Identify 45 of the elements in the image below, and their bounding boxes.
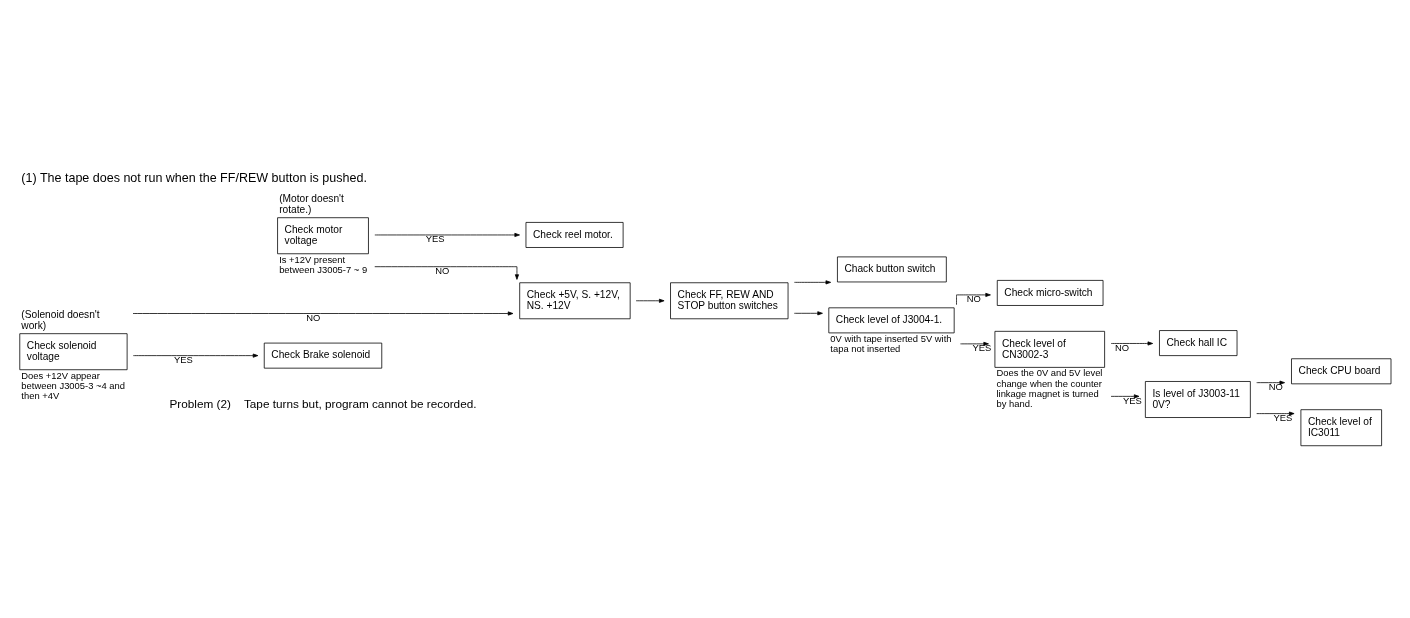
arrow bbox=[1110, 394, 1140, 399]
node-box: Check level of CN3002-3 bbox=[994, 330, 1105, 368]
edge-label: NO bbox=[435, 265, 450, 277]
node-box: Check +5V, S. +12V, NS. +12V bbox=[519, 282, 631, 320]
edge-label: YES bbox=[174, 354, 193, 366]
arrow bbox=[793, 311, 823, 316]
node-box: Check CPU board bbox=[1291, 358, 1392, 385]
edge-label: YES bbox=[972, 342, 992, 354]
edge-label: YES bbox=[1123, 394, 1142, 406]
node-label: Does the 0V and 5V level change when the counter linkage magnet is turned by hand. bbox=[996, 367, 1103, 410]
diagram-title: (1) The tape does not run when the FF/REW button is pushed. bbox=[21, 171, 367, 186]
node-box: Check micro-switch bbox=[996, 280, 1104, 306]
node-box: Check solenoid voltage bbox=[19, 333, 128, 371]
arrow bbox=[374, 232, 520, 237]
edge-label: NO bbox=[966, 293, 981, 305]
arrow bbox=[793, 280, 832, 285]
edge-label: NO bbox=[1268, 381, 1283, 393]
arrow bbox=[374, 266, 519, 280]
node-label: (Motor doesn't rotate.) bbox=[279, 193, 344, 216]
edge-label: YES bbox=[425, 233, 445, 245]
node-box: Is level of J3003-11 0V? bbox=[1144, 381, 1251, 418]
edge-label: NO bbox=[306, 312, 321, 324]
arrow bbox=[132, 311, 514, 316]
node-box: Chack button switch bbox=[837, 256, 947, 283]
arrow bbox=[956, 292, 991, 306]
arrow bbox=[132, 353, 259, 358]
arrow bbox=[1110, 341, 1154, 346]
node-box: Check reel motor. bbox=[525, 222, 624, 248]
node-label: 0V with tape inserted 5V with tapa not inserted bbox=[830, 332, 952, 355]
node-box: Check FF, REW AND STOP button switches bbox=[670, 282, 789, 320]
node-box: Check Brake solenoid bbox=[263, 342, 383, 369]
arrow bbox=[1256, 411, 1295, 416]
node-box: Check level of J3004-1. bbox=[828, 307, 955, 334]
arrow bbox=[635, 298, 665, 303]
edge-label: NO bbox=[1115, 342, 1130, 353]
node-label: Does +12V appear between J3005-3 ~4 and then +4V bbox=[21, 369, 125, 402]
arrow bbox=[1256, 380, 1285, 385]
node-box: Check motor voltage bbox=[277, 217, 369, 255]
node-box: Check level of IC3011 bbox=[1300, 409, 1382, 447]
node-box: Check hall IC bbox=[1159, 330, 1238, 356]
node-label: (Solenoid doesn't work) bbox=[21, 309, 100, 332]
arrow bbox=[960, 341, 989, 346]
node-label: Is +12V present between J3005-7 ~ 9 bbox=[279, 253, 368, 276]
edge-label: YES bbox=[1273, 412, 1293, 424]
label: Problem (2) Tape turns but, program cannot be recorded. bbox=[169, 396, 477, 410]
